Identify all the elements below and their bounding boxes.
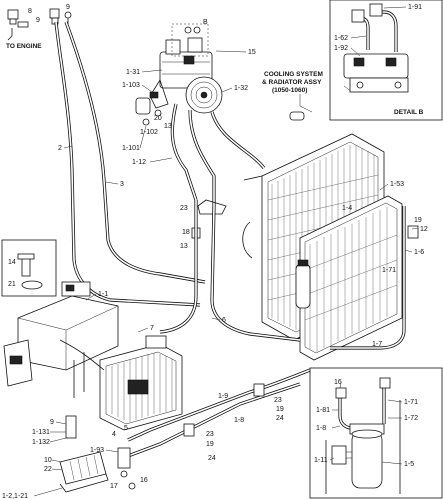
hose-1-12 [170,103,266,206]
label-9-top-b: 9 [66,4,70,11]
label-1-81: 1-81 [316,407,330,414]
label-1-31: 1-31 [126,69,140,76]
label-16-bottom: 16 [140,477,148,484]
label-13-compressor: 13 [164,123,172,130]
note-detail-b: DETAIL B [394,109,424,116]
label-1-91: 1-91 [408,4,422,11]
label-1-102: 1-102 [140,129,158,136]
label-20: 20 [154,115,162,122]
hose-2 [54,21,201,307]
label-7: 7 [150,325,154,332]
label-2: 2 [58,145,62,152]
label-1-6: 1-6 [414,249,424,256]
label-9-evap: 9 [50,419,54,426]
label-18: 18 [182,229,190,236]
hose-condenser-to-evaporator [159,200,301,342]
label-1-72: 1-72 [404,415,418,422]
label-23-bottom: 23 [206,431,214,438]
label-1-5: 1-5 [404,461,414,468]
label-13-bracket: 13 [180,243,188,250]
radiator-assembly [242,133,419,361]
label-5: 5 [124,425,128,432]
label-1-7: 1-7 [372,341,382,348]
detail-marker-b: B [203,19,208,26]
label-23-bracket: 23 [180,205,188,212]
label-1-11: 1-11 [314,457,328,464]
label-19-hose: 19 [276,406,284,413]
label-1-12: 1-12 [132,159,146,166]
label-1-71-radiator: 1-71 [382,267,396,274]
detail-14-21-inset [1,239,57,297]
note-to-engine: TO ENGINE [6,43,42,50]
label-1-9: 1-9 [218,393,228,400]
label-14: 14 [8,259,16,266]
label-1-8-hose: 1-8 [234,417,244,424]
label-1-103: 1-103 [122,82,140,89]
label-12: 12 [420,226,428,233]
detail-b-view [329,0,443,121]
label-4: 4 [112,431,116,438]
label-19-bottom: 19 [206,441,214,448]
label-1-8-inset: 1-8 [316,425,326,432]
label-1-93: 1-93 [90,447,104,454]
label-21: 21 [8,281,16,288]
evaporator-unit [3,281,183,439]
label-19-radiator: 19 [414,217,422,224]
label-1-62: 1-62 [334,35,348,42]
note-cooling-line1: COOLING SYSTEM [264,71,323,78]
label-24-bottom: 24 [208,455,216,462]
note-cooling-line3: (1050-1060) [272,87,307,94]
label-8-top: 8 [28,8,32,15]
label-1-2-1-21: 1-2,1-21 [2,493,28,500]
label-24-hose: 24 [276,415,284,422]
label-16-inset: 16 [334,379,342,386]
label-3: 3 [120,181,124,188]
bottom-fittings [59,447,136,493]
label-1-132: 1-132 [32,439,50,446]
label-9-top-a: 9 [36,17,40,24]
label-15: 15 [248,49,256,56]
label-10: 10 [44,457,52,464]
compressor [135,37,223,126]
label-1-92: 1-92 [334,45,348,52]
label-23-hose: 23 [274,397,282,404]
label-1-1: 1-1 [98,291,108,298]
label-1-53: 1-53 [390,181,404,188]
label-22: 22 [44,466,52,473]
label-1-4: 1-4 [342,205,352,212]
label-1-101: 1-101 [122,145,140,152]
label-6: 6 [222,317,226,324]
label-17: 17 [110,483,118,490]
label-1-32: 1-32 [234,85,248,92]
hose-3 [64,21,206,284]
label-1-71-inset: 1-71 [404,399,418,406]
label-1-131: 1-131 [32,429,50,436]
engine-fittings [7,8,72,41]
receiver-drier-inset [309,367,443,499]
hose-1-9 [127,368,311,458]
note-cooling-line2: & RADIATOR ASSY [262,79,322,86]
